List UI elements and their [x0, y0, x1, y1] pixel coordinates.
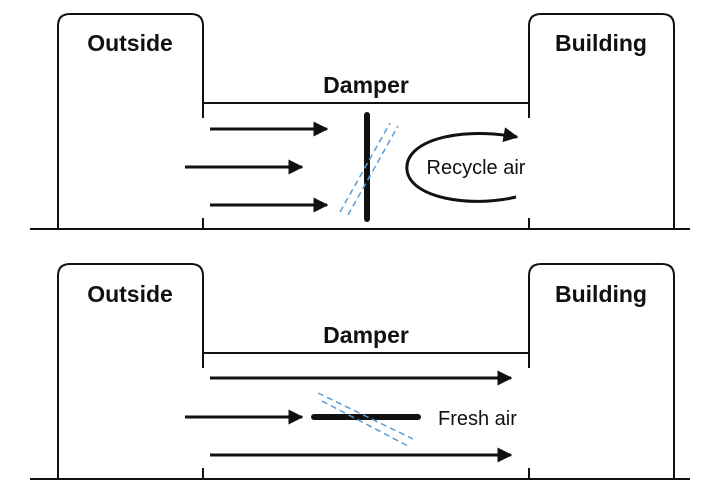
- outside-label: Outside: [87, 281, 173, 307]
- damper-label: Damper: [323, 322, 409, 348]
- building-box: [528, 263, 675, 479]
- outside-label: Outside: [87, 30, 173, 56]
- outside-box: [57, 13, 204, 229]
- outside-box: [57, 263, 204, 479]
- damper-ghost-line: [321, 400, 409, 447]
- flow-label: Fresh air: [438, 408, 517, 430]
- damper-ghost-line: [317, 392, 414, 440]
- building-box: [528, 13, 675, 229]
- damper-ghost-line: [339, 122, 391, 213]
- recycle-loop-arrow: [405, 127, 519, 203]
- damper-ghost-line: [347, 125, 399, 216]
- panel-open: Outside Building Damper Fresh air: [30, 263, 690, 480]
- panel-closed: Outside Building Damper Recycle air: [30, 13, 690, 230]
- damper-label: Damper: [323, 72, 409, 98]
- building-label: Building: [555, 30, 647, 56]
- building-label: Building: [555, 281, 647, 307]
- flow-label: Recycle air: [427, 157, 526, 179]
